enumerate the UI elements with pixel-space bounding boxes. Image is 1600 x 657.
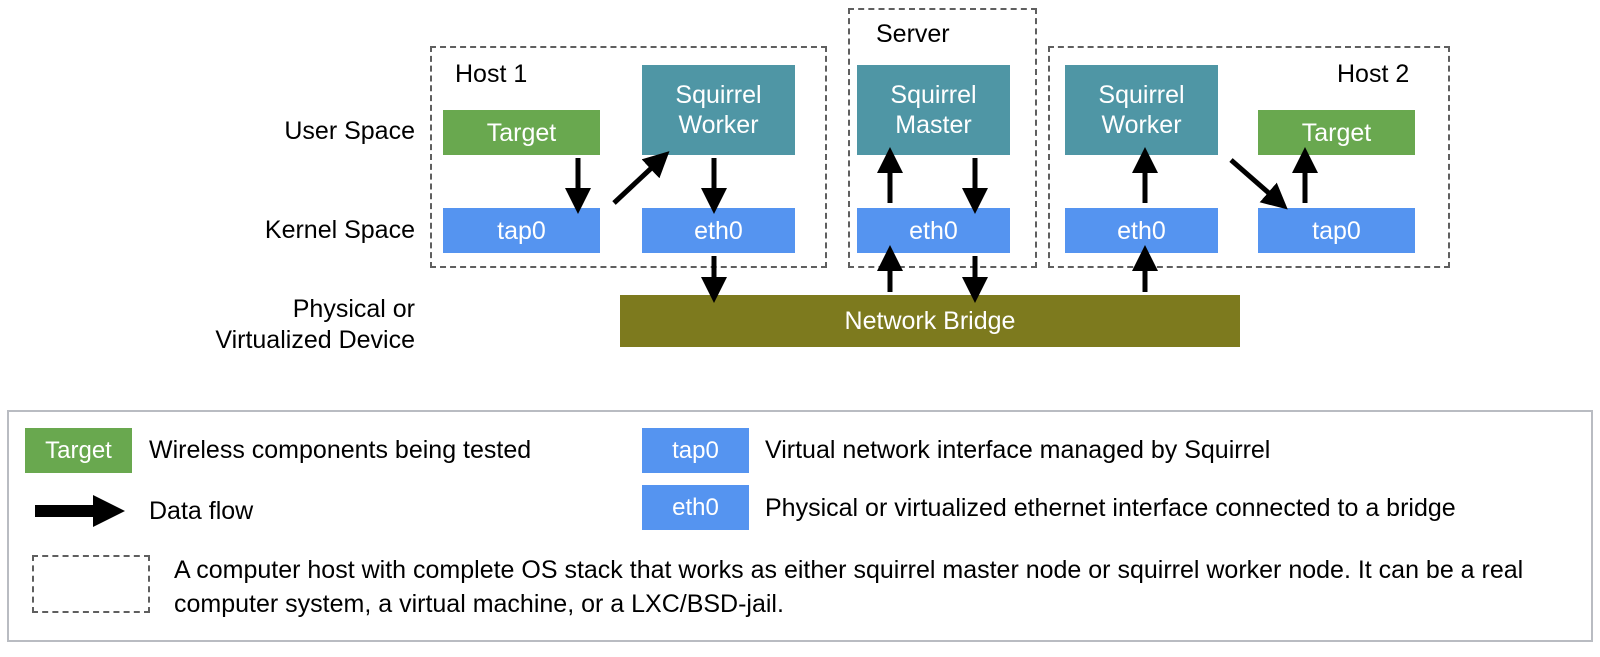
legend-text-tap0: Virtual network interface managed by Squ… [765, 436, 1271, 464]
node-host1-target[interactable]: Target [443, 110, 600, 155]
legend-text-eth0: Physical or virtualized ethernet interfa… [765, 494, 1456, 522]
node-network-bridge[interactable]: Network Bridge [620, 295, 1240, 347]
node-host2-tap0[interactable]: tap0 [1258, 208, 1415, 253]
legend-chip-target: Target [25, 428, 132, 473]
row-label-kernel-space: Kernel Space [264, 216, 415, 244]
row-label-physical-device: Physical or Virtualized Device [215, 295, 415, 354]
legend-chip-tap0: tap0 [642, 428, 749, 473]
host-label-host1: Host 1 [455, 60, 528, 88]
node-host1-tap0[interactable]: tap0 [443, 208, 600, 253]
node-host2-squirrel-worker[interactable]: Squirrel Worker [1065, 65, 1218, 155]
host-box-host2 [1048, 46, 1450, 268]
row-label-user-space: User Space [284, 117, 415, 145]
legend-text-dataflow: Data flow [149, 497, 254, 525]
node-host2-eth0[interactable]: eth0 [1065, 208, 1218, 253]
node-server-squirrel-master[interactable]: Squirrel Master [857, 65, 1010, 155]
legend-chip-host-dashed-box [32, 555, 150, 613]
host-label-host2: Host 2 [1337, 60, 1410, 88]
node-server-eth0[interactable]: eth0 [857, 208, 1010, 253]
legend-chip-eth0: eth0 [642, 485, 749, 530]
legend-text-host: A computer host with complete OS stack t… [174, 556, 1524, 618]
node-host2-target[interactable]: Target [1258, 110, 1415, 155]
legend-panel: Target Wireless components being tested … [7, 410, 1593, 642]
host-box-server [848, 8, 1037, 268]
host-box-host1 [430, 46, 827, 268]
legend-text-target: Wireless components being tested [149, 436, 532, 464]
node-host1-eth0[interactable]: eth0 [642, 208, 795, 253]
node-host1-squirrel-worker[interactable]: Squirrel Worker [642, 65, 795, 155]
host-label-server: Server [876, 20, 950, 48]
legend-dataflow-arrow-icon [35, 495, 125, 527]
